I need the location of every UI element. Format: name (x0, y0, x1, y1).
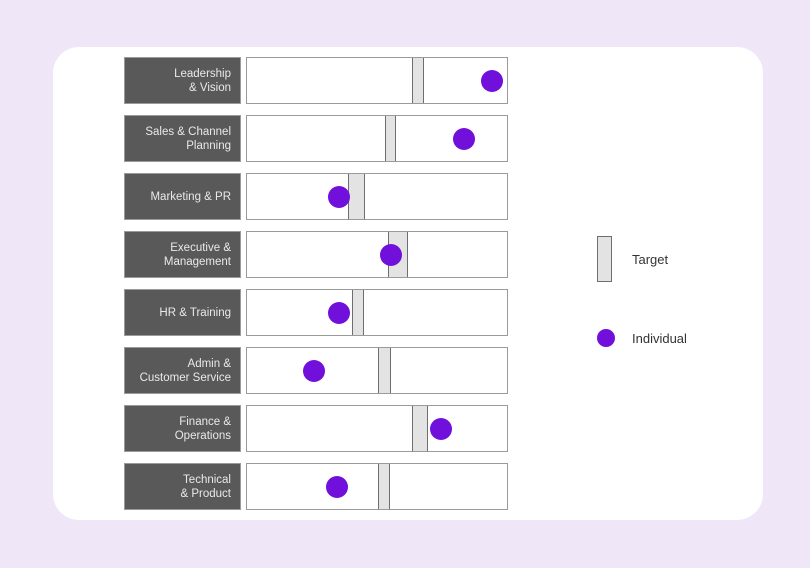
bullet-row: Technical & Product (124, 463, 508, 510)
target-band (378, 348, 392, 393)
row-track (246, 347, 508, 394)
individual-marker[interactable] (326, 475, 349, 498)
individual-marker[interactable] (302, 359, 325, 382)
row-track (246, 57, 508, 104)
bullet-row: Admin & Customer Service (124, 347, 508, 394)
bullet-row: Leadership & Vision (124, 57, 508, 104)
legend-item-individual[interactable]: Individual (597, 329, 687, 347)
individual-marker[interactable] (480, 69, 503, 92)
row-label: Admin & Customer Service (124, 347, 241, 394)
individual-dot-swatch-icon (597, 329, 615, 347)
target-band (378, 464, 390, 509)
row-track (246, 405, 508, 452)
individual-marker[interactable] (327, 301, 350, 324)
row-track (246, 173, 508, 220)
individual-marker[interactable] (453, 127, 476, 150)
bullet-row: Sales & Channel Planning (124, 115, 508, 162)
bullet-row: Marketing & PR (124, 173, 508, 220)
row-label: HR & Training (124, 289, 241, 336)
target-band (351, 290, 364, 335)
bullet-row: HR & Training (124, 289, 508, 336)
individual-marker[interactable] (327, 185, 350, 208)
row-label: Leadership & Vision (124, 57, 241, 104)
target-band (412, 406, 428, 451)
target-band (412, 58, 424, 103)
target-band-swatch-icon (597, 236, 612, 282)
row-track (246, 115, 508, 162)
row-label: Executive & Management (124, 231, 241, 278)
row-label: Technical & Product (124, 463, 241, 510)
bullet-row: Executive & Management (124, 231, 508, 278)
individual-marker[interactable] (380, 243, 403, 266)
row-label: Marketing & PR (124, 173, 241, 220)
chart-legend: Target Individual (597, 47, 763, 520)
row-label: Finance & Operations (124, 405, 241, 452)
legend-label-target: Target (632, 251, 669, 267)
bullet-row: Finance & Operations (124, 405, 508, 452)
individual-marker[interactable] (429, 417, 452, 440)
target-band (347, 174, 365, 219)
row-track (246, 231, 508, 278)
target-band (384, 116, 397, 161)
row-label: Sales & Channel Planning (124, 115, 241, 162)
legend-item-target[interactable]: Target (597, 236, 668, 282)
legend-label-individual: Individual (632, 330, 687, 346)
row-track (246, 289, 508, 336)
row-track (246, 463, 508, 510)
